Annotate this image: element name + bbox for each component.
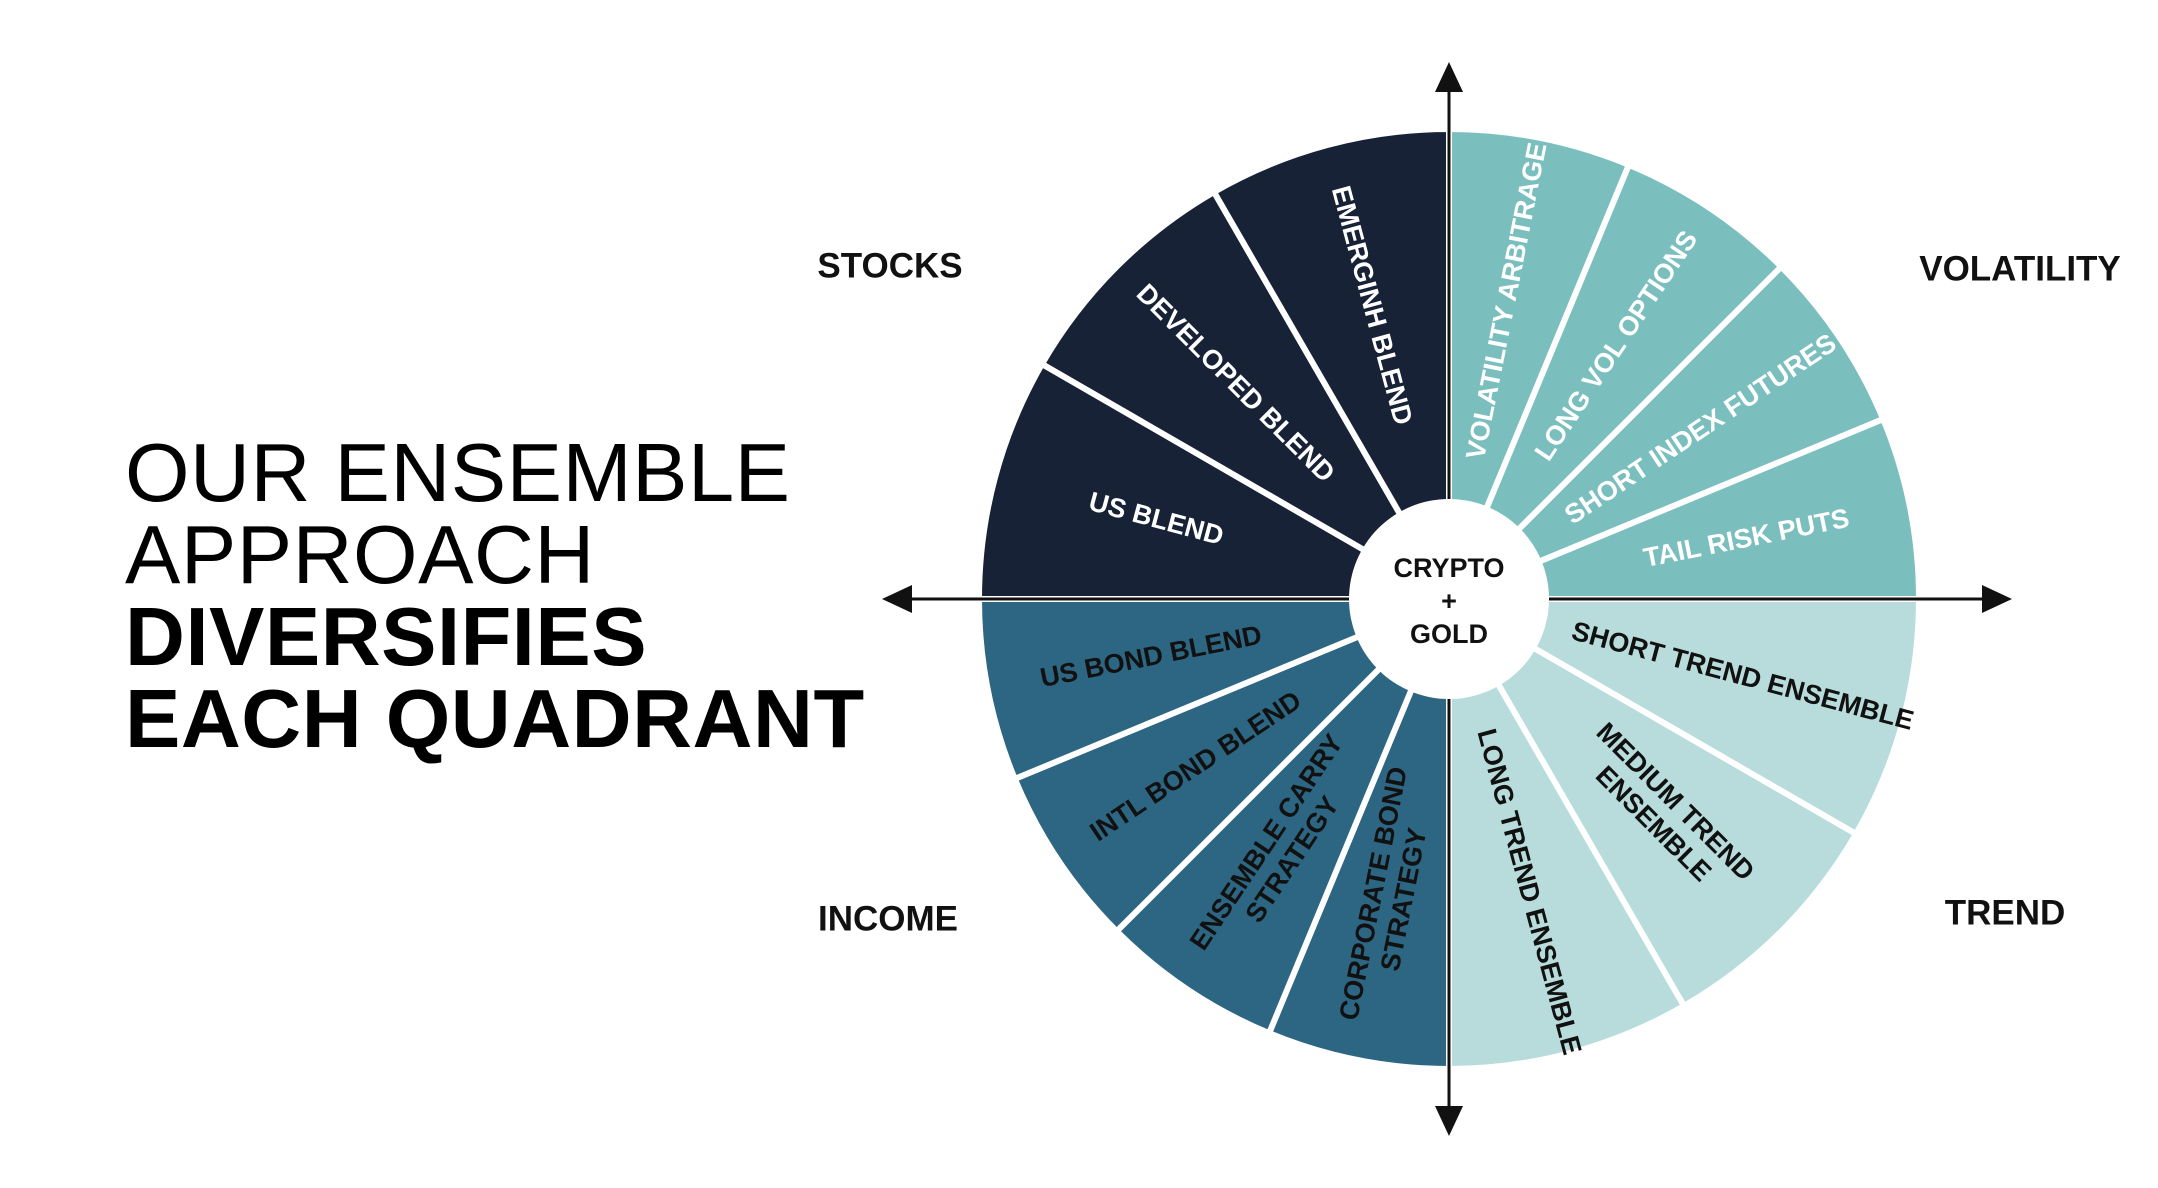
center-label-crypto: CRYPTO bbox=[1393, 553, 1504, 583]
center-hub-circle bbox=[1349, 499, 1549, 699]
headline-line-4: EACH QUADRANT bbox=[125, 672, 865, 765]
quadrant-label-volatility: VOLATILITY bbox=[1919, 249, 2121, 288]
segment-us-blend bbox=[975, 359, 1461, 602]
headline: OUR ENSEMBLE APPROACH DIVERSIFIES EACH Q… bbox=[125, 426, 865, 765]
arrow-up-icon bbox=[1435, 62, 1463, 92]
quadrant-label-stocks: STOCKS bbox=[817, 246, 962, 285]
center-hub: CRYPTO + GOLD bbox=[1349, 499, 1549, 699]
headline-line-3: DIVERSIFIES bbox=[125, 590, 648, 683]
segment-long-vol-options bbox=[1446, 160, 1786, 602]
segment-short-trend-ensemble bbox=[1437, 596, 1923, 839]
segment-long-trend-ensemble bbox=[1446, 587, 1689, 1073]
arrow-left-icon bbox=[882, 585, 912, 613]
quadrant-label-trend: TREND bbox=[1945, 893, 2066, 932]
segment-emerginh-blend bbox=[1209, 125, 1452, 611]
arrow-down-icon bbox=[1435, 1106, 1463, 1136]
segment-short-index-futures bbox=[1446, 262, 1888, 602]
segment-volatility-arbitrage bbox=[1446, 125, 1633, 601]
arrow-right-icon bbox=[1982, 585, 2012, 613]
quadrant-label-income: INCOME bbox=[818, 899, 958, 938]
segment-developed-blend bbox=[1037, 187, 1458, 608]
center-label-plus: + bbox=[1441, 586, 1457, 616]
segment-medium-trend-ensemble bbox=[1440, 590, 1861, 1011]
segment-us-bond-blend bbox=[975, 596, 1451, 783]
quadrant-labels: STOCKS VOLATILITY TREND INCOME bbox=[817, 246, 2120, 938]
segment-ensemble-carry-strategy bbox=[1112, 596, 1452, 1038]
segment-intl-bond-blend bbox=[1010, 596, 1452, 936]
center-label-gold: GOLD bbox=[1410, 619, 1488, 649]
headline-line-1: OUR ENSEMBLE bbox=[125, 426, 791, 519]
segment-tail-risk-puts bbox=[1447, 415, 1923, 602]
headline-line-2: APPROACH bbox=[125, 508, 595, 601]
segment-corporate-bond-strategy bbox=[1265, 597, 1452, 1073]
